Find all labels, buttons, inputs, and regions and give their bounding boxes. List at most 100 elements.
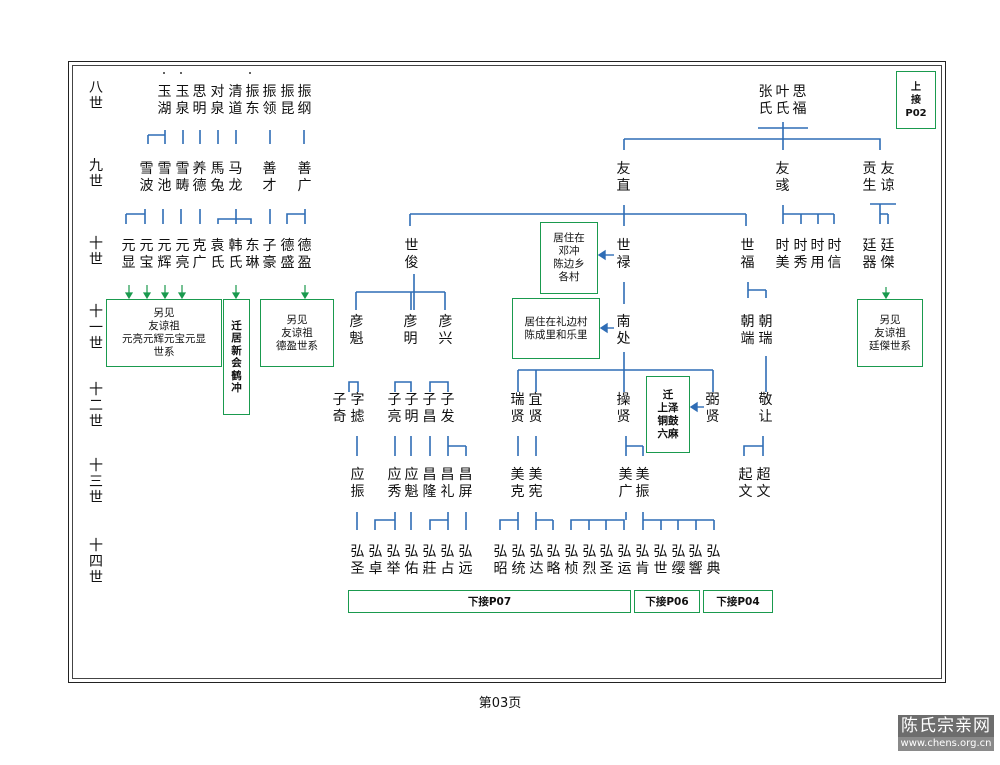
person-name: 弘烈 <box>582 544 597 577</box>
person-name: 彦魁 <box>349 314 364 347</box>
person-name: 清道 <box>228 84 243 117</box>
person-name: 玉湖 <box>157 84 172 117</box>
person-name: 元辉 <box>157 238 172 271</box>
generation-label: 十三世 <box>89 458 103 506</box>
person-name: 弘达 <box>529 544 544 577</box>
person-name: 弘響 <box>688 544 703 577</box>
person-name: 起文 <box>738 467 753 500</box>
person-name: 韩氏 <box>228 238 243 271</box>
person-name: 善广 <box>297 161 312 194</box>
person-name: 振昆 <box>280 84 295 117</box>
person-name: 弘卓 <box>368 544 383 577</box>
person-name: 弘运 <box>617 544 632 577</box>
person-name: 弘典 <box>706 544 721 577</box>
page-number: 第03页 <box>478 696 522 711</box>
person-name: 敬让 <box>758 392 773 425</box>
person-name: 弘占 <box>440 544 455 577</box>
person-name: 善才 <box>262 161 277 194</box>
person-name: 弼贤 <box>705 392 720 425</box>
person-name: 应秀 <box>387 467 402 500</box>
generation-label: 十一世 <box>89 304 103 352</box>
person-name: 弘佑 <box>404 544 419 577</box>
person-name: 对泉 <box>210 84 225 117</box>
person-name: 玉泉 <box>175 84 190 117</box>
person-name: 子昌 <box>422 392 437 425</box>
person-name: 时秀 <box>793 238 808 271</box>
person-name: 雪畴 <box>175 161 190 194</box>
person-name: 弘世 <box>653 544 668 577</box>
note-box-ting: 另见 友谅祖 廷傑世系 <box>857 299 923 367</box>
person-name: 弘莊 <box>422 544 437 577</box>
person-name: 友彧 <box>775 161 790 194</box>
person-name: 朝端 <box>740 314 755 347</box>
person-name: 弘昭 <box>493 544 508 577</box>
person-name: 弘桢 <box>564 544 579 577</box>
watermark-name: 陈氏宗亲网 <box>898 715 994 737</box>
person-name: 振纲 <box>297 84 312 117</box>
person-name: 廷器 <box>862 238 877 271</box>
person-name: 彦明 <box>403 314 418 347</box>
person-name: 超文 <box>756 467 771 500</box>
person-name: 思明 <box>192 84 207 117</box>
person-name: 世福 <box>740 238 755 271</box>
person-name: 世禄 <box>616 238 631 271</box>
generation-label: 十世 <box>89 236 103 268</box>
generation-label: 十四世 <box>89 538 103 586</box>
person-name: 昌屏 <box>458 467 473 500</box>
generation-label: 十二世 <box>89 382 103 430</box>
person-name: 友谅 <box>880 161 895 194</box>
person-name: 弘统 <box>511 544 526 577</box>
person-name: 世俊 <box>404 238 419 271</box>
person-name: 馬兔 <box>210 161 225 194</box>
person-name: 子明 <box>404 392 419 425</box>
top-link-box[interactable]: 上 接 P02 <box>896 71 936 129</box>
person-name: 张氏 <box>758 84 773 117</box>
note-box-de: 另见 友谅祖 德盈世系 <box>260 299 334 367</box>
note-box-dengchong: 居住在 邓冲 陈边乡 各村 <box>540 222 598 294</box>
person-name: 弘略 <box>546 544 561 577</box>
person-name: 子发 <box>440 392 455 425</box>
person-name: 子亮 <box>387 392 402 425</box>
person-name: 叶氏 <box>775 84 790 117</box>
person-name: 弘远 <box>458 544 473 577</box>
person-name: 德盈 <box>297 238 312 271</box>
watermark-url: www.chens.org.cn <box>898 737 994 751</box>
person-name: 弘举 <box>386 544 401 577</box>
person-name: 应魁 <box>404 467 419 500</box>
person-name: 德盛 <box>280 238 295 271</box>
person-name: 弘缨 <box>671 544 686 577</box>
person-name: 字摅 <box>350 392 365 425</box>
person-name: 时用 <box>810 238 825 271</box>
person-name: 美宪 <box>528 467 543 500</box>
person-name: 子奇 <box>332 392 347 425</box>
person-name: 应振 <box>350 467 365 500</box>
person-name: 雪池 <box>157 161 172 194</box>
outer-frame <box>68 61 946 683</box>
link-p04[interactable]: 下接P04 <box>703 590 773 613</box>
person-name: 弘圣 <box>350 544 365 577</box>
person-name: 袁氏 <box>210 238 225 271</box>
generation-label: 九世 <box>89 158 103 190</box>
person-name: 元显 <box>121 238 136 271</box>
person-name: 时美 <box>775 238 790 271</box>
link-p06[interactable]: 下接P06 <box>634 590 700 613</box>
person-name: 廷傑 <box>880 238 895 271</box>
person-name: 南处 <box>616 314 631 347</box>
person-name: 彦兴 <box>438 314 453 347</box>
person-name: 马龙 <box>228 161 243 194</box>
person-name: 朝瑞 <box>758 314 773 347</box>
person-name: 雪波 <box>139 161 154 194</box>
person-name: 操贤 <box>616 392 631 425</box>
person-name: 弘圣 <box>599 544 614 577</box>
generation-label: 八世 <box>89 80 103 112</box>
note-box-yuan: 另见 友谅祖 元亮元辉元宝元显 世系 <box>106 299 222 367</box>
link-p07[interactable]: 下接P07 <box>348 590 631 613</box>
inner-frame <box>72 65 942 679</box>
person-name: 时信 <box>827 238 842 271</box>
person-name: 美振 <box>635 467 650 500</box>
person-name: 养德 <box>192 161 207 194</box>
person-name: 昌隆 <box>422 467 437 500</box>
person-name: 子豪 <box>262 238 277 271</box>
site-watermark: 陈氏宗亲网 www.chens.org.cn <box>898 715 994 751</box>
